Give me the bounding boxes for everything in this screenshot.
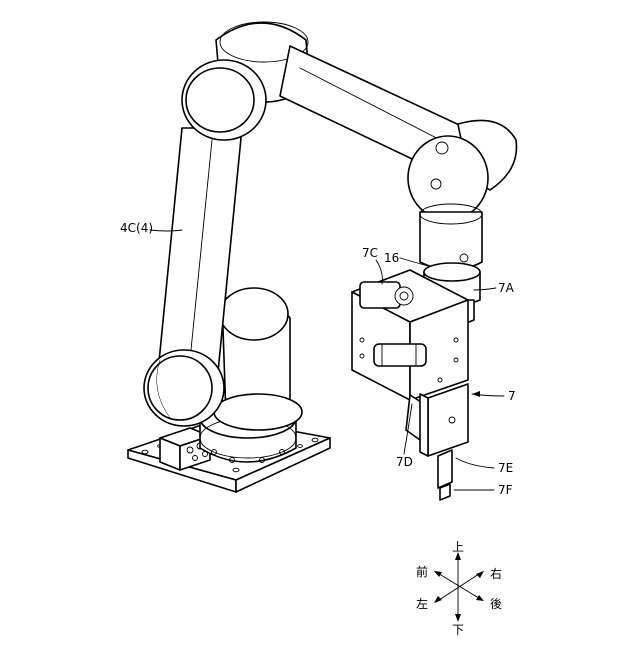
- shoulder-joint: [214, 288, 302, 430]
- direction-compass: 上 下 前 右 左 後: [416, 540, 502, 637]
- label-16: 16: [384, 251, 399, 265]
- label-7e: 7E: [498, 461, 513, 475]
- gripper-finger: [420, 384, 468, 500]
- direction-right: 右: [490, 566, 502, 581]
- label-4c: 4C(4): [120, 221, 153, 235]
- label-7: 7: [508, 389, 516, 403]
- direction-front: 前: [416, 564, 428, 579]
- shoulder-cap: [144, 350, 224, 426]
- label-7c: 7C: [362, 246, 378, 260]
- label-7a: 7A: [498, 281, 515, 295]
- direction-down: 下: [452, 623, 464, 637]
- direction-back: 後: [490, 597, 502, 611]
- direction-left: 左: [416, 596, 428, 611]
- label-7d: 7D: [396, 455, 413, 469]
- label-7f: 7F: [498, 483, 513, 497]
- direction-up: 上: [452, 540, 464, 554]
